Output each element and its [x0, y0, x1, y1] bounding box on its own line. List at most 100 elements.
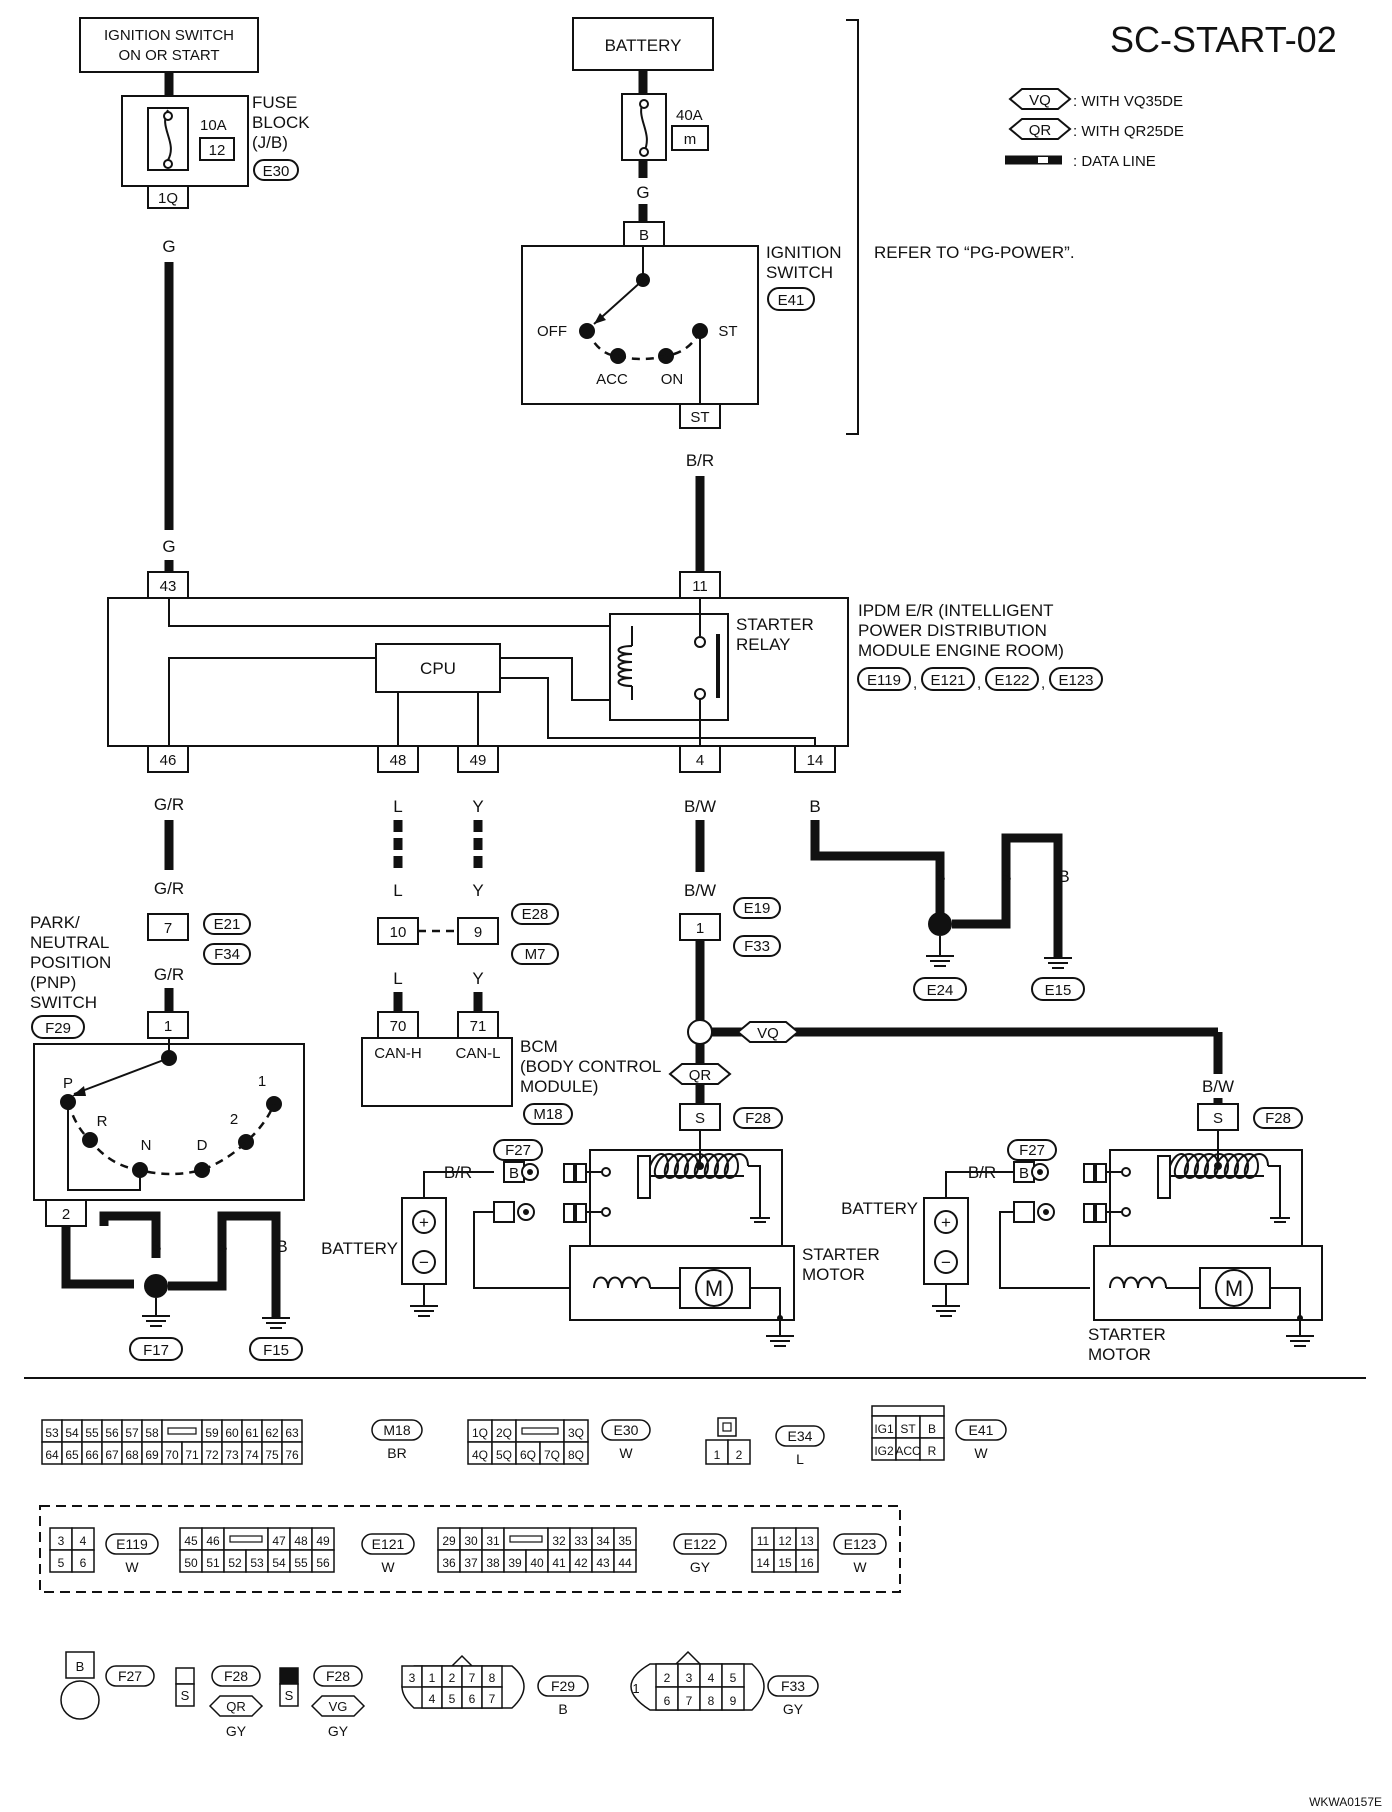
conn-e122-cell-label: 41	[552, 1556, 566, 1570]
starter-qr-name2: MOTOR	[802, 1265, 865, 1284]
starter-vq-motor-ground-icon	[1286, 1335, 1314, 1347]
conn-e41-cell-label: ACC	[895, 1444, 921, 1458]
conn-f27-pin: B	[76, 1659, 85, 1674]
conn-m18-cell-label: 53	[45, 1426, 59, 1440]
wire-label-gr-2: G/R	[154, 879, 184, 898]
conn-e34-cell	[727, 1439, 751, 1465]
starter-vq-contact-1a	[1083, 1163, 1095, 1183]
conn-f28-qr-pin: S	[181, 1688, 190, 1703]
conn-f29-cell-label: 5	[449, 1692, 456, 1706]
conn-e122-cell-label: 38	[486, 1556, 500, 1570]
starter-qr-f27: F27	[505, 1142, 531, 1159]
ignition-switch-box	[521, 245, 759, 405]
connector-tag-f28-vq	[1253, 1107, 1303, 1129]
wire-label-bw-2: B/W	[684, 881, 716, 900]
starter-qr-contact-2a	[563, 1203, 575, 1223]
legend-qr-tag: QR	[1029, 122, 1052, 139]
starter-vq-coil-icon	[1169, 1153, 1269, 1179]
conn-m18-cell-label: 73	[225, 1448, 239, 1462]
tag-sep-1: ,	[913, 675, 917, 692]
starter-vq-motor-feed	[999, 1211, 1090, 1289]
conn-m18-cell-label: 55	[85, 1426, 99, 1440]
conn-e119-cell	[71, 1549, 95, 1573]
conn-e121-cell-label: 52	[228, 1556, 242, 1570]
connector-tag-e121	[921, 667, 975, 691]
connector-tag-e19	[733, 897, 781, 919]
ign-name2: SWITCH	[766, 263, 833, 282]
starter-vq-s: S	[1213, 1110, 1223, 1127]
conn-m18-cell-label: 61	[245, 1426, 259, 1440]
starter-vq-battery-plus-ring	[934, 1210, 958, 1234]
conn-e30-key-slot	[521, 1427, 559, 1435]
conn-f33-key	[675, 1650, 701, 1665]
starter-joint-box	[679, 913, 721, 941]
legend-data-line-text: : DATA LINE	[1073, 153, 1156, 170]
starter-vq-f27: F27	[1019, 1142, 1045, 1159]
conn-e122-tag-label: E122	[684, 1536, 717, 1552]
pnp-joint-box	[147, 913, 189, 941]
fuse-terminal-bottom	[163, 159, 173, 169]
conn-f28-vg-key	[279, 1667, 299, 1685]
connector-tag-e123	[1049, 667, 1103, 691]
can-c1: E28	[522, 906, 549, 923]
ign-label-on: ON	[661, 371, 684, 388]
starter-qr: S F28 B F27 B/R + − BATTERY	[321, 1103, 880, 1347]
wire-label-l-2: L	[393, 881, 402, 900]
conn-e121-cell	[311, 1549, 335, 1573]
legend: VQ : WITH VQ35DE QR : WITH QR25DE : DATA…	[1005, 88, 1184, 170]
wire-label-y-3: Y	[472, 969, 483, 988]
wire-label-bw-1: B/W	[684, 797, 716, 816]
starter-vq-battery-feed	[945, 1171, 1014, 1198]
conn-e30-cell-label: 6Q	[520, 1448, 536, 1462]
starter-vq-m-terminal	[1013, 1201, 1035, 1223]
ignition-source-box	[79, 17, 259, 73]
conn-e119-cell-label: 6	[80, 1556, 87, 1570]
pnp-pos-d	[194, 1162, 210, 1178]
conn-m18-color: BR	[387, 1445, 406, 1461]
battery-fuse-id: m	[684, 131, 697, 148]
starter-qr-contact-1b	[575, 1163, 587, 1183]
bcm-pin-71: 71	[470, 1018, 487, 1035]
conn-m18-cell-label: 56	[105, 1426, 119, 1440]
conn-e30-cell-label: 2Q	[496, 1426, 512, 1440]
conn-e122-cell-label: 34	[596, 1534, 610, 1548]
conn-e119-cell-label: 5	[58, 1556, 65, 1570]
conn-m18-cell-label: 68	[125, 1448, 139, 1462]
qr-tag-shape	[668, 1063, 732, 1085]
starter-vq-coil-ground	[1268, 1165, 1281, 1218]
conn-m18-cell-label: 75	[265, 1448, 279, 1462]
wire-label-b-e15: B	[1058, 867, 1069, 886]
conn-e34-tag	[775, 1425, 825, 1447]
fuse-block-name2: BLOCK	[252, 113, 310, 132]
starter-qr-contact-1c	[601, 1167, 611, 1177]
pnp-line1: PARK/	[30, 913, 80, 932]
pnp-label-r: R	[97, 1113, 108, 1130]
conn-e121-cell-label: 51	[206, 1556, 220, 1570]
conn-f33-cell-label: 4	[708, 1671, 715, 1685]
wire-label-b-mid: B	[1000, 867, 1011, 886]
connector-tag-f33	[733, 935, 781, 957]
relay-label1: STARTER	[736, 615, 814, 634]
ground-e24: E24	[927, 982, 954, 999]
conn-e121-cell-label: 55	[294, 1556, 308, 1570]
connector-tag-f34	[203, 943, 251, 965]
ign-label-acc: ACC	[596, 371, 628, 388]
pnp-connector: F29	[45, 1020, 71, 1037]
battery-top-label: BATTERY	[605, 36, 682, 55]
can-pin-9: 9	[474, 924, 482, 941]
starter-vq-m-ring-dot	[1043, 1209, 1049, 1215]
bcm-pin-71-box	[457, 1011, 499, 1039]
conn-e123-tag-label: E123	[844, 1536, 877, 1552]
ipdm-pin-11: 11	[692, 578, 708, 595]
conn-e41-color: W	[974, 1445, 988, 1461]
wire-b-14	[810, 820, 945, 920]
conn-e41-cell-label: IG2	[874, 1444, 894, 1458]
ground-e24-icon	[926, 936, 954, 967]
conn-e41-cell-label: ST	[900, 1422, 916, 1436]
pnp-label-p: P	[63, 1075, 73, 1092]
wire-label-b-e24: B	[934, 867, 945, 886]
conn-e41-cell-label: B	[928, 1422, 936, 1436]
conn-m18-cell-label: 54	[65, 1426, 79, 1440]
